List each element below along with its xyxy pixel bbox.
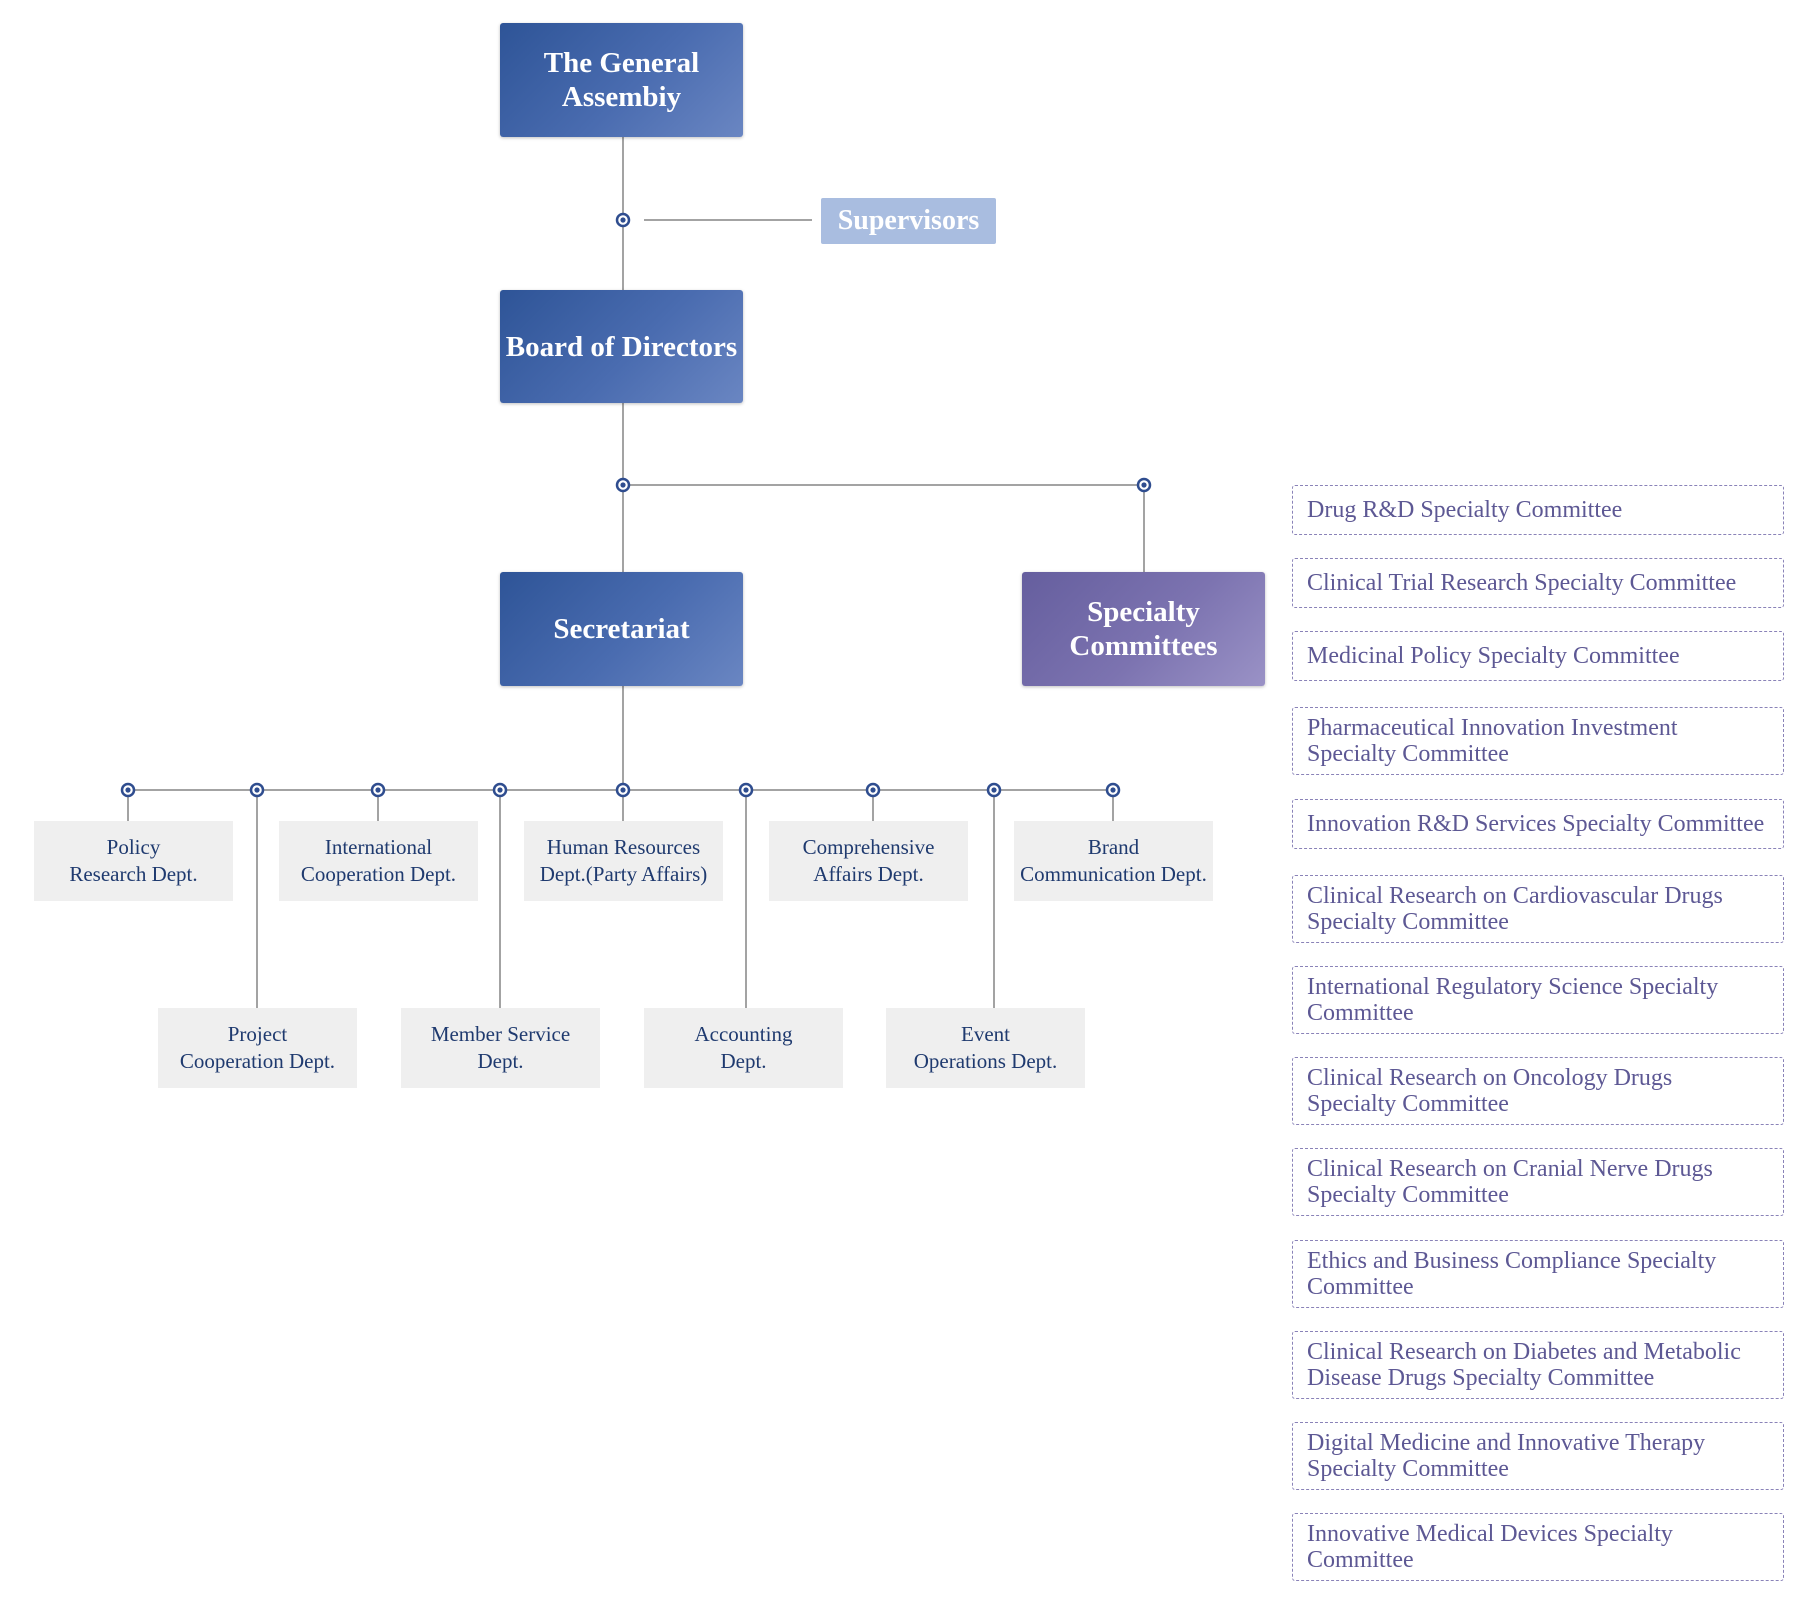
committee-item: Innovative Medical Devices Specialty Com… [1292, 1513, 1784, 1581]
junction-dot [738, 782, 754, 798]
dept-label: Human Resources Dept.(Party Affairs) [539, 835, 708, 886]
committee-label: Clinical Research on Cardiovascular Drug… [1307, 883, 1723, 935]
dept-comprehensive-affairs: Comprehensive Affairs Dept. [769, 821, 968, 901]
committee-item: International Regulatory Science Special… [1292, 966, 1784, 1034]
dept-label: International Cooperation Dept. [300, 835, 457, 886]
committee-label: Innovative Medical Devices Specialty Com… [1307, 1521, 1673, 1573]
committee-item: Clinical Research on Cardiovascular Drug… [1292, 875, 1784, 943]
committee-item: Drug R&D Specialty Committee [1292, 485, 1784, 535]
dept-event-operations: Event Operations Dept. [886, 1008, 1085, 1088]
committee-item: Innovation R&D Services Specialty Commit… [1292, 799, 1784, 849]
dept-label: Member Service Dept. [430, 1022, 571, 1073]
junction-dot [492, 782, 508, 798]
junction-dot [615, 212, 631, 228]
committee-item: Ethics and Business Compliance Specialty… [1292, 1240, 1784, 1308]
junction-dot [249, 782, 265, 798]
dept-label: Policy Research Dept. [69, 835, 198, 886]
committee-item: Pharmaceutical Innovation Investment Spe… [1292, 707, 1784, 775]
specialty-committees-label: Specialty Committees [1069, 596, 1218, 662]
committee-label: Ethics and Business Compliance Specialty… [1307, 1248, 1717, 1300]
junction-dot [615, 782, 631, 798]
dept-brand-communication: Brand Communication Dept. [1014, 821, 1213, 901]
committee-label: Innovation R&D Services Specialty Commit… [1307, 811, 1765, 837]
dept-project-cooperation: Project Cooperation Dept. [158, 1008, 357, 1088]
junction-dot [865, 782, 881, 798]
board-of-directors-node: Board of Directors [500, 290, 743, 403]
dept-label: Accounting Dept. [694, 1022, 793, 1073]
junction-dot [615, 477, 631, 493]
dept-policy-research: Policy Research Dept. [34, 821, 233, 901]
committee-label: Clinical Trial Research Specialty Commit… [1307, 570, 1737, 596]
junction-dot [986, 782, 1002, 798]
dept-member-service: Member Service Dept. [401, 1008, 600, 1088]
committee-label: Medicinal Policy Specialty Committee [1307, 643, 1680, 669]
secretariat-label: Secretariat [553, 613, 690, 645]
junction-dot [1105, 782, 1121, 798]
dept-label: Brand Communication Dept. [1020, 835, 1207, 886]
dept-international-cooperation: International Cooperation Dept. [279, 821, 478, 901]
committee-label: Clinical Research on Oncology Drugs Spec… [1307, 1065, 1673, 1117]
dept-accounting: Accounting Dept. [644, 1008, 843, 1088]
committee-item: Medicinal Policy Specialty Committee [1292, 631, 1784, 681]
dept-label: Comprehensive Affairs Dept. [802, 835, 935, 886]
specialty-committees-node: Specialty Committees [1022, 572, 1265, 686]
committee-item: Clinical Research on Diabetes and Metabo… [1292, 1331, 1784, 1399]
committee-label: Digital Medicine and Innovative Therapy … [1307, 1430, 1706, 1482]
committee-item: Clinical Trial Research Specialty Commit… [1292, 558, 1784, 608]
junction-dots [120, 212, 1152, 798]
general-assembly-label: The General Assembiy [543, 47, 700, 113]
supervisors-node: Supervisors [821, 198, 996, 244]
committee-item: Clinical Research on Cranial Nerve Drugs… [1292, 1148, 1784, 1216]
committee-label: International Regulatory Science Special… [1307, 974, 1719, 1026]
committee-item: Digital Medicine and Innovative Therapy … [1292, 1422, 1784, 1490]
dept-label: Project Cooperation Dept. [179, 1022, 336, 1073]
committee-label: Pharmaceutical Innovation Investment Spe… [1307, 715, 1678, 767]
supervisors-label: Supervisors [837, 205, 980, 236]
board-of-directors-label: Board of Directors [505, 330, 738, 363]
dept-human-resources: Human Resources Dept.(Party Affairs) [524, 821, 723, 901]
junction-dot [120, 782, 136, 798]
junction-dot [1136, 477, 1152, 493]
dept-label: Event Operations Dept. [913, 1022, 1058, 1073]
committee-item: Clinical Research on Oncology Drugs Spec… [1292, 1057, 1784, 1125]
general-assembly-node: The General Assembiy [500, 23, 743, 137]
committee-label: Clinical Research on Cranial Nerve Drugs… [1307, 1156, 1713, 1208]
committee-label: Drug R&D Specialty Committee [1307, 497, 1623, 523]
committee-label: Clinical Research on Diabetes and Metabo… [1307, 1339, 1741, 1391]
junction-dot [370, 782, 386, 798]
secretariat-node: Secretariat [500, 572, 743, 686]
